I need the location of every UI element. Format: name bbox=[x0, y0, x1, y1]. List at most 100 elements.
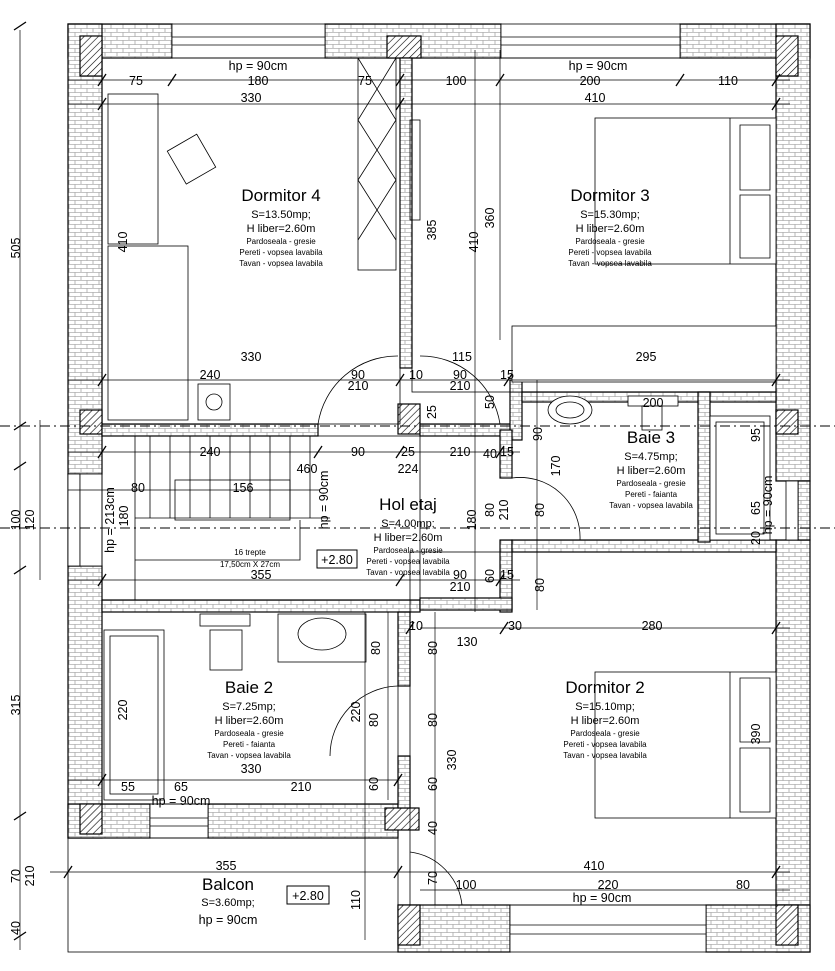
dimension-label: 40 bbox=[426, 821, 440, 835]
dimension-label: 90 bbox=[453, 568, 467, 582]
dimension-label: 90 bbox=[531, 427, 545, 441]
dimension-label: 65 bbox=[174, 780, 188, 794]
doors bbox=[317, 355, 581, 906]
room-dormitor3-label: Dormitor 3 S=15.30mp; H liber=2.60m Pard… bbox=[568, 186, 652, 268]
room-walls: Pereti - faianta bbox=[625, 490, 678, 499]
room-name: Dormitor 4 bbox=[241, 186, 320, 205]
dimension-label: 410 bbox=[584, 859, 605, 873]
dimension-label: 505 bbox=[9, 238, 23, 259]
room-area: S=15.10mp; bbox=[575, 701, 635, 713]
room-area: S=4.00mp; bbox=[381, 518, 435, 530]
dimension-label: 220 bbox=[598, 878, 619, 892]
dimension-label: 110 bbox=[718, 74, 738, 88]
room-area: S=7.25mp; bbox=[222, 701, 276, 713]
room-ceiling: Tavan - vopsea lavabila bbox=[563, 751, 647, 760]
dimension-label: 90 bbox=[351, 445, 365, 459]
dimension-label: 210 bbox=[348, 379, 369, 393]
dimension-label: 460 bbox=[297, 462, 318, 476]
sill-label: hp = 90cm bbox=[152, 794, 211, 808]
sill-label: hp = 90cm bbox=[317, 471, 331, 530]
room-hol-label: Hol etaj S=4.00mp; H liber=2.60m Pardose… bbox=[366, 495, 450, 577]
dimension-label: 70 bbox=[9, 869, 23, 883]
dimension-label: 80 bbox=[533, 503, 547, 517]
dimension-label: 90 bbox=[351, 368, 365, 382]
dimension-label: 80 bbox=[736, 878, 750, 892]
stairs-count: 16 trepte bbox=[234, 548, 266, 557]
dimension-label: 75 bbox=[129, 74, 143, 88]
room-dormitor4-label: Dormitor 4 S=13.50mp; H liber=2.60m Pard… bbox=[239, 186, 323, 268]
sill-label: hp = 213cm bbox=[103, 487, 117, 553]
dimension-label: 20 bbox=[749, 531, 763, 545]
dimension-label: 224 bbox=[398, 462, 419, 476]
dimension-label: 355 bbox=[216, 859, 237, 873]
bed-dormitor2 bbox=[594, 671, 777, 819]
dimension-label: 240 bbox=[200, 445, 221, 459]
stairs-size: 17,50cm X 27cm bbox=[220, 560, 280, 569]
dimension-label: 70 bbox=[426, 871, 440, 885]
room-dormitor2-label: Dormitor 2 S=15.10mp; H liber=2.60m Pard… bbox=[563, 678, 647, 760]
dimension-label: 80 bbox=[426, 713, 440, 727]
room-area: S=13.50mp; bbox=[251, 209, 311, 221]
dimension-label: 75 bbox=[358, 74, 372, 88]
dimension-label: 15 bbox=[500, 445, 514, 459]
room-ceiling: Tavan - vopsea lavabila bbox=[568, 259, 652, 268]
dimension-label: 220 bbox=[116, 700, 130, 721]
desk-dormitor4 bbox=[107, 93, 231, 421]
bath3-fixtures bbox=[547, 395, 771, 541]
room-walls: Pereti - vopsea lavabila bbox=[563, 740, 647, 749]
staircase bbox=[101, 435, 421, 601]
room-height: H liber=2.60m bbox=[576, 223, 645, 235]
level-value: +2.80 bbox=[292, 889, 324, 903]
room-balcon-label: Balcon S=3.60mp; hp = 90cm bbox=[199, 875, 258, 927]
dimension-label: 80 bbox=[131, 481, 145, 495]
dimension-label: 25 bbox=[425, 405, 439, 419]
dimension-label: 210 bbox=[497, 500, 511, 521]
room-area: S=15.30mp; bbox=[580, 209, 640, 221]
dimension-label: 210 bbox=[450, 445, 471, 459]
room-floor: Pardoseala - gresie bbox=[575, 237, 645, 246]
level-marker-stair: +2.80 bbox=[316, 549, 358, 569]
dimension-label: 330 bbox=[241, 350, 262, 364]
dimension-label: 240 bbox=[200, 368, 221, 382]
dimension-label: 180 bbox=[465, 510, 479, 531]
dimension-label: 10 bbox=[409, 368, 423, 382]
room-ceiling: Tavan - vopsea lavabila bbox=[239, 259, 323, 268]
dimension-label: 60 bbox=[367, 777, 381, 791]
room-floor: Pardoseala - gresie bbox=[570, 729, 640, 738]
sill-label: hp = 90cm bbox=[761, 476, 775, 535]
room-name: Baie 2 bbox=[225, 678, 273, 697]
dimension-label: 80 bbox=[426, 641, 440, 655]
sill-label: hp = 90cm bbox=[229, 59, 288, 73]
dimension-label: 360 bbox=[483, 208, 497, 229]
dimension-ticks bbox=[13, 21, 781, 941]
dimension-label: 210 bbox=[23, 866, 37, 887]
dimension-label: 180 bbox=[117, 506, 131, 527]
dimension-lines bbox=[19, 30, 790, 950]
room-ceiling: Tavan - vopsea lavabila bbox=[366, 568, 450, 577]
room-sill: hp = 90cm bbox=[199, 913, 258, 927]
dimension-label: 390 bbox=[749, 724, 763, 745]
room-height: H liber=2.60m bbox=[374, 532, 443, 544]
room-walls: Pereti - vopsea lavabila bbox=[366, 557, 450, 566]
dimension-label: 170 bbox=[549, 456, 563, 477]
dimension-label: 210 bbox=[450, 580, 471, 594]
dimension-label: 355 bbox=[251, 568, 272, 582]
level-value: +2.80 bbox=[321, 553, 353, 567]
dimension-label: 330 bbox=[241, 762, 262, 776]
dimension-label: 100 bbox=[456, 878, 477, 892]
sill-label: hp = 90cm bbox=[573, 891, 632, 905]
dimension-label: 80 bbox=[483, 503, 497, 517]
dimension-label: 210 bbox=[450, 379, 471, 393]
closet bbox=[357, 57, 421, 271]
dimension-label: 130 bbox=[457, 635, 478, 649]
dimension-label: 410 bbox=[116, 232, 130, 253]
dimension-label: 120 bbox=[23, 510, 37, 531]
room-ceiling: Tavan - vopsea lavabila bbox=[609, 501, 693, 510]
dimension-label: 40 bbox=[9, 921, 23, 935]
dimension-label: 330 bbox=[445, 750, 459, 771]
room-walls: Pereti - faianta bbox=[223, 740, 276, 749]
dimension-label: 90 bbox=[453, 368, 467, 382]
room-floor: Pardoseala - gresie bbox=[246, 237, 316, 246]
dimension-label: 15 bbox=[500, 568, 514, 582]
